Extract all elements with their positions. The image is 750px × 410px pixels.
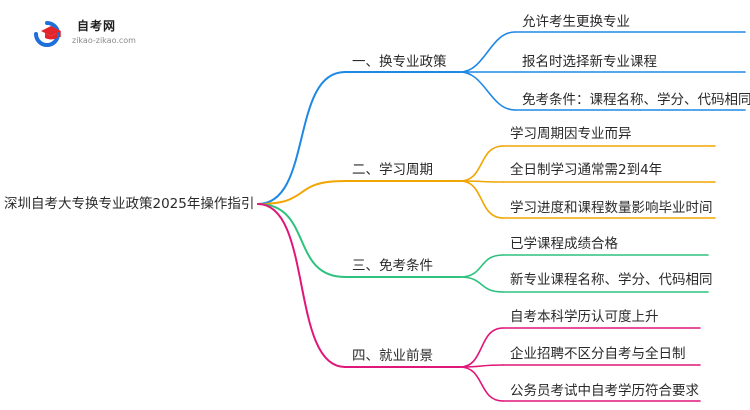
leaf-connector	[459, 180, 504, 219]
leaf-connector	[459, 31, 516, 73]
site-logo[interactable]: 自考网 zikao-zikao.com	[32, 16, 142, 50]
leaf-item: 公务员考试中自考学历符合要求	[510, 383, 699, 399]
branch-study-period: 二、学习周期	[352, 162, 433, 178]
leaf-item: 学习进度和课程数量影响毕业时间	[510, 200, 713, 216]
mindmap-root: 深圳自考大专换专业政策2025年操作指引	[4, 196, 255, 212]
branch-connector	[257, 203, 346, 368]
branch-employment: 四、就业前景	[352, 348, 433, 364]
logo-name: 自考网	[77, 19, 117, 33]
branch-connector	[257, 203, 346, 278]
leaf-connector	[459, 366, 504, 402]
leaf-item: 免考条件：课程名称、学分、代码相同	[522, 92, 750, 108]
leaf-item: 允许考生更换专业	[522, 14, 630, 30]
leaf-item: 全日制学习通常需2到4年	[510, 162, 663, 178]
leaf-item: 新专业课程名称、学分、代码相同	[510, 272, 713, 288]
leaf-item: 自考本科学历认可度上升	[510, 309, 659, 325]
branch-connector	[257, 180, 346, 205]
branch-exemption: 三、免考条件	[352, 258, 433, 274]
logo-url: zikao-zikao.com	[72, 36, 136, 45]
leaf-connector	[459, 145, 504, 182]
leaf-connector	[459, 276, 504, 293]
leaf-item: 已学课程成绩合格	[510, 236, 618, 252]
leaf-connector	[459, 71, 516, 111]
leaf-item: 报名时选择新专业课程	[522, 54, 657, 70]
branch-policy: 一、换专业政策	[352, 54, 447, 70]
leaf-item: 企业招聘不区分自考与全日制	[510, 346, 686, 362]
leaf-item: 学习周期因专业而异	[510, 126, 632, 142]
leaf-connector	[459, 254, 504, 278]
graduation-cap-icon	[34, 21, 61, 47]
leaf-connector	[459, 327, 504, 368]
branch-connector	[257, 71, 346, 205]
